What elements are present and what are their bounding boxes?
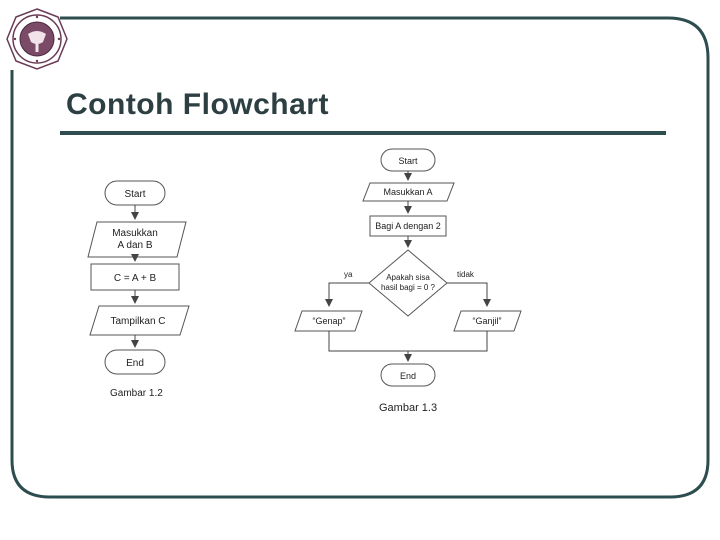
fc2-end-terminator [380, 363, 436, 387]
title-rule [60, 131, 666, 135]
fc2-output-no-label: “Ganjil” [472, 316, 501, 326]
flowchart-2: Start Masukkan A Bagi A dengan 2 Apakah … [294, 148, 522, 414]
fc1-end-terminator [104, 349, 166, 375]
fc2-process-label: Bagi A dengan 2 [375, 221, 441, 231]
fc2-no-label: tidak [457, 270, 475, 279]
fc2-output-no-parallelogram [453, 310, 522, 332]
fc2-yes-connector [325, 282, 369, 307]
fc2-output-yes-label: “Genap” [312, 316, 345, 326]
fc1-input-label-line2: A dan B [117, 240, 152, 251]
fc2-decision-diamond [368, 249, 448, 317]
fc2-yes-label: ya [344, 270, 353, 279]
fc1-input-parallelogram [87, 221, 187, 258]
fc1-start-label: Start [124, 189, 145, 200]
fc2-no-connector [447, 282, 491, 307]
university-seal-icon [6, 8, 68, 70]
flowchart-1: Start Masukkan A dan B C = A + B Tampilk… [87, 180, 190, 399]
fc2-merge-right [408, 331, 488, 352]
fc2-merge-left [328, 331, 408, 352]
fc2-output-yes-parallelogram [294, 310, 363, 332]
fc1-output-parallelogram [89, 305, 190, 336]
frame-border [10, 16, 710, 499]
fc1-output-label: Tampilkan C [110, 316, 165, 327]
fc1-end-label: End [126, 358, 144, 369]
fc1-input-label-line1: Masukkan [112, 228, 158, 239]
page-title: Contoh Flowchart [66, 88, 329, 121]
fc1-caption: Gambar 1.2 [110, 388, 163, 399]
fc2-decision-label-line1: Apakah sisa [386, 273, 430, 282]
fc2-start-label: Start [398, 156, 418, 166]
fc2-decision-label-line2: hasil bagi = 0 ? [381, 283, 436, 292]
fc2-caption: Gambar 1.3 [379, 402, 437, 414]
fc2-input-parallelogram [362, 182, 455, 202]
fc2-input-label: Masukkan A [383, 187, 432, 197]
fc2-end-label: End [400, 371, 416, 381]
fc1-process-label: C = A + B [114, 273, 157, 284]
